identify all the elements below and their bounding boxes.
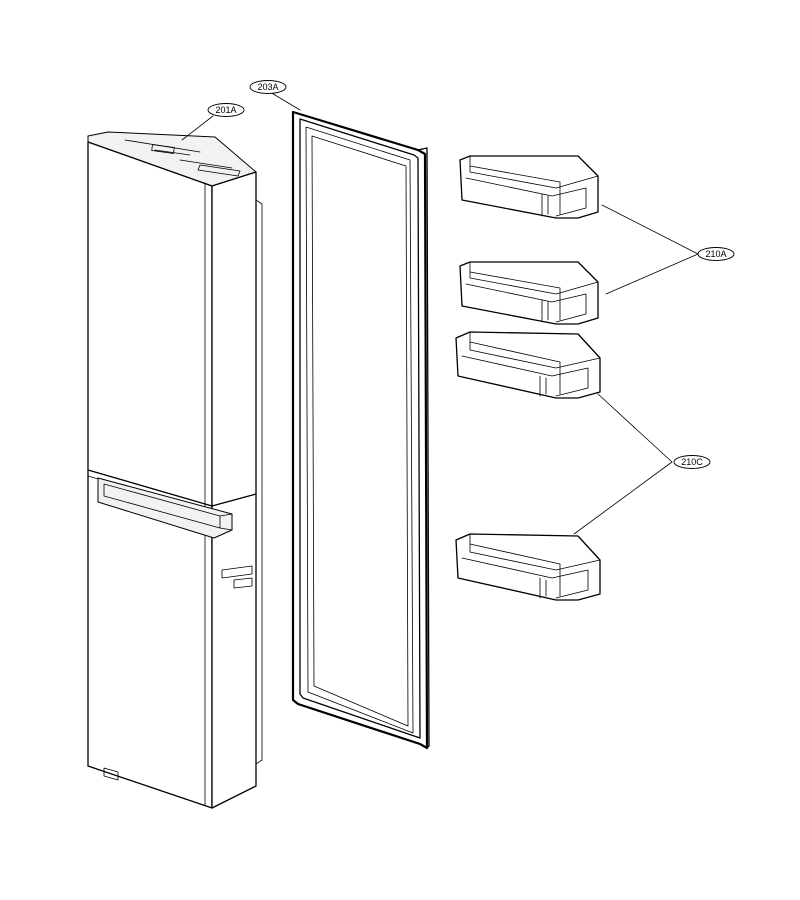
leader-210c-upper [597, 393, 673, 463]
callout-210c: 210C [673, 455, 711, 469]
callout-201a: 201A [207, 103, 245, 117]
door-side-face [211, 171, 257, 809]
callout-210a: 210A [697, 247, 735, 261]
door-gasket [291, 110, 430, 750]
leader-210a-upper [601, 204, 699, 255]
door-bin-2 [459, 261, 599, 325]
callout-201a-label: 201A [215, 105, 236, 115]
leader-201a [181, 115, 214, 141]
door-handle [97, 477, 233, 539]
callout-203a: 203A [249, 80, 287, 94]
leader-lines [181, 91, 699, 535]
door-bin-1 [459, 155, 599, 219]
door-bin-3 [455, 331, 601, 399]
leader-210c-lower [573, 461, 673, 535]
leader-210a-lower [605, 253, 699, 295]
door-assembly [87, 131, 263, 809]
callout-210c-label: 210C [681, 457, 703, 467]
leader-203a [269, 91, 301, 111]
callout-203a-label: 203A [257, 82, 278, 92]
callout-210a-label: 210A [705, 249, 726, 259]
door-bin-4 [455, 533, 601, 601]
